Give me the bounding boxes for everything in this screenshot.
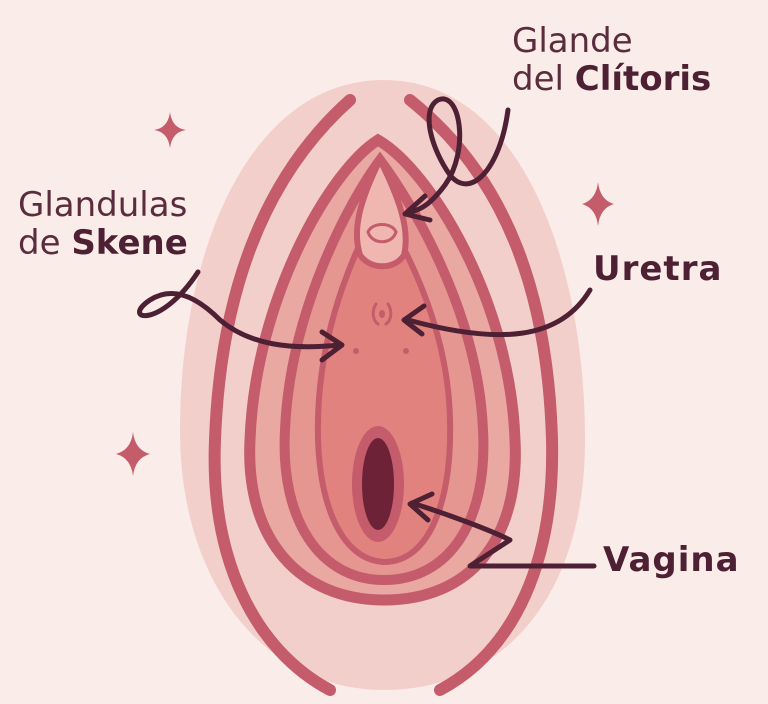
core-shape — [314, 198, 454, 566]
label-clitoris-line2-light: del — [512, 59, 575, 100]
label-clitoris-line1: Glande — [512, 21, 633, 61]
arrow-vagina-head — [407, 491, 435, 523]
label-clitoris: Glande del Clítoris — [512, 22, 711, 98]
label-skene-line2-bold: Skene — [71, 223, 188, 264]
clitoral-glans-top — [366, 223, 398, 234]
label-uretra: Uretra — [593, 249, 723, 289]
arrow-skene — [137, 269, 343, 350]
label-vagina: Vagina — [603, 540, 740, 580]
skene-gland-left — [353, 348, 359, 354]
urethra-mark — [371, 302, 393, 326]
arrow-vagina — [409, 500, 597, 569]
outer-right-curve — [404, 94, 559, 696]
clitoral-hood — [353, 153, 409, 270]
urethra-opening — [379, 310, 385, 318]
label-skene-line2-light: de — [18, 223, 72, 264]
sparkle-icon — [582, 182, 614, 226]
vaginal-opening — [362, 438, 394, 530]
skene-gland-right — [403, 348, 409, 354]
arrow-uretra-head — [401, 303, 427, 337]
arrow-clitoris — [407, 96, 511, 215]
outer-left-curve — [208, 94, 356, 696]
clitoral-glans — [366, 230, 398, 244]
label-skene: Glandulas de Skene — [18, 186, 188, 262]
arrow-clitoris-head — [402, 193, 433, 223]
arrow-uretra — [405, 287, 593, 338]
arrow-skene-head — [319, 329, 345, 363]
label-clitoris-line2-bold: Clítoris — [574, 59, 712, 100]
label-skene-line1: Glandulas — [18, 185, 188, 225]
sparkle-icon — [116, 432, 150, 476]
sparkle-icon — [154, 112, 186, 148]
